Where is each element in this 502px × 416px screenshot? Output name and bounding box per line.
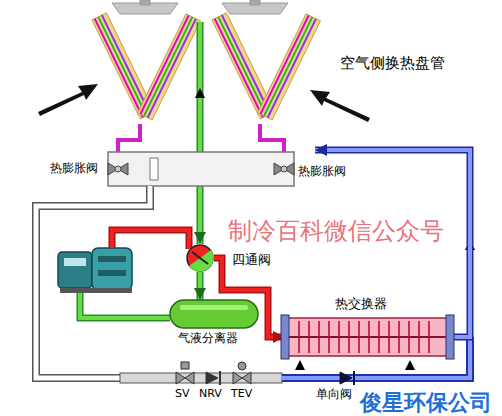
pipe-core [198,190,202,244]
pipe-connector [200,272,201,300]
air-flow-arrow [38,84,370,122]
fan [112,0,288,14]
discharge-pipe [112,230,189,249]
expansion-valve-symbol [108,163,294,175]
non-return-valve-symbol [206,371,220,385]
exchanger-flange [446,315,454,359]
check-valve-symbol [340,371,354,385]
pipe-outline [197,190,204,244]
liquid-line-pipe [120,373,282,383]
valve-label: 热膨胀阀 [50,162,98,176]
gas-liquid-separator-shape [170,300,258,328]
separator-tank [170,300,258,328]
air-coil: 空气侧换热盘管 [85,5,315,190]
valve-label: 热膨胀阀 [298,165,346,179]
flow-arrow [195,88,205,98]
four-way-valve-shape [186,244,214,272]
compressor [58,248,132,293]
suction-pipe [80,293,170,318]
valve-slide [192,252,208,264]
exchanger-shell [285,318,450,356]
solenoid-valve-symbol [176,362,194,384]
tank-highlight [180,305,248,310]
thermal-expansion-valve-symbol [233,362,251,384]
heat-exchanger-shape [285,318,450,356]
valve-label: NRV [199,388,222,401]
valve-half [189,250,214,272]
tube-line [289,336,446,338]
pipe-core [198,272,202,300]
node-label: 气液分离器 [178,332,238,346]
valve-label: SV [175,388,190,401]
suction-pipe [80,293,170,318]
watermark: 制冷百科微信公众号 [228,218,444,246]
discharge-pipe [112,230,189,249]
coil-v-left [92,13,200,120]
valve-label: TEV [231,388,252,401]
pipe-connector [200,190,201,244]
exchanger-flange [281,315,289,359]
air-coil-shape [85,5,315,190]
node-label: 四通阀 [232,253,271,268]
liquid-line [36,186,150,378]
gas-liquid-separator: 气液分离器 [170,300,258,328]
valve-label: 单向阀 [316,388,352,402]
node-label: 空气侧换热盘管 [340,55,445,72]
liquid-line [36,186,150,378]
four-way-valve: 四通阀 [186,244,214,272]
valve-body [187,245,213,271]
coil-v-right [212,13,320,120]
distributor-tube [150,158,158,180]
node-label: 热交换器 [335,297,387,312]
watermark: 俊星环保公司 [360,390,492,415]
heat-exchanger: 热交换器 [285,318,450,356]
pipe-outline [197,272,204,300]
distributor-box [108,152,294,186]
